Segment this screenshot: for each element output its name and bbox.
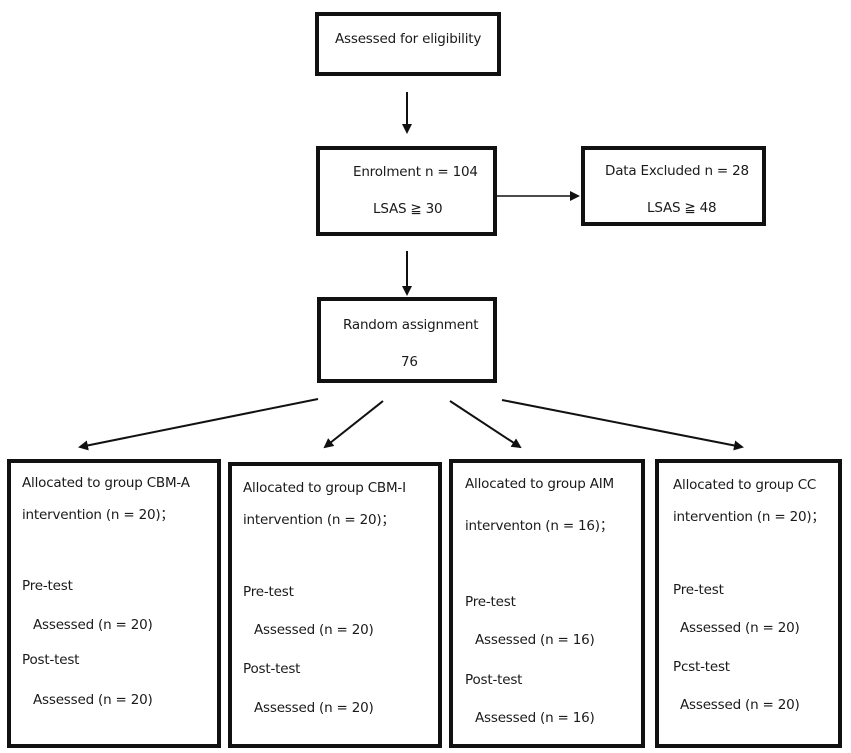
group-box-cbm-i: Allocated to group CBM-I intervention (n… xyxy=(228,462,442,748)
assessed-label: Assessed for eligibility xyxy=(335,31,482,47)
pre-test-assessed: Assessed (n = 16) xyxy=(475,632,595,648)
arrow-random-to-group-2 xyxy=(323,400,384,449)
random-assignment-count: 76 xyxy=(401,354,418,370)
pre-test-assessed: Assessed (n = 20) xyxy=(254,622,374,638)
pre-test-assessed: Assessed (n = 20) xyxy=(33,617,153,633)
group-title: Allocated to group CBM-A xyxy=(22,475,190,491)
arrow-random-to-group-1 xyxy=(78,398,319,451)
excluded-criterion: LSAS ≧ 48 xyxy=(647,200,717,216)
group-intervention: interventon (n = 16)； xyxy=(465,518,614,534)
post-test-assessed: Assessed (n = 20) xyxy=(680,697,800,713)
arrow-random-to-group-3 xyxy=(449,400,522,449)
group-title: Allocated to group CBM-I xyxy=(243,480,406,496)
group-title: Allocated to group CC xyxy=(673,477,817,493)
enrolment-criterion: LSAS ≧ 30 xyxy=(373,201,443,217)
group-box-cbm-a: Allocated to group CBM-A intervention (n… xyxy=(7,459,221,748)
excluded-box: Data Excluded n = 28 LSAS ≧ 48 xyxy=(581,146,766,226)
pre-test-label: Pre-test xyxy=(243,584,294,600)
post-test-label: Post-test xyxy=(22,652,80,668)
group-box-aim: Allocated to group AIM interventon (n = … xyxy=(449,459,645,748)
post-test-assessed: Assessed (n = 20) xyxy=(33,692,153,708)
arrow-random-to-group-4 xyxy=(501,399,744,451)
pre-test-assessed: Assessed (n = 20) xyxy=(680,620,800,636)
post-test-label: Pcst-test xyxy=(673,659,730,675)
random-assignment-box: Random assignment 76 xyxy=(317,297,497,383)
assessed-box: Assessed for eligibility xyxy=(315,12,501,76)
post-test-label: Post-test xyxy=(243,661,301,677)
pre-test-label: Pre-test xyxy=(22,578,73,594)
group-title: Allocated to group AIM xyxy=(465,476,614,492)
enrolment-count: Enrolment n = 104 xyxy=(353,164,478,180)
group-intervention: intervention (n = 20)； xyxy=(243,512,395,528)
pre-test-label: Pre-test xyxy=(465,594,516,610)
excluded-count: Data Excluded n = 28 xyxy=(605,163,749,179)
pre-test-label: Pre-test xyxy=(673,582,724,598)
enrolment-box: Enrolment n = 104 LSAS ≧ 30 xyxy=(316,146,497,236)
post-test-label: Post-test xyxy=(465,672,523,688)
group-intervention: intervention (n = 20)； xyxy=(22,507,174,523)
post-test-assessed: Assessed (n = 16) xyxy=(475,710,595,726)
group-box-cc: Allocated to group CC intervention (n = … xyxy=(655,459,842,748)
post-test-assessed: Assessed (n = 20) xyxy=(254,700,374,716)
random-assignment-label: Random assignment xyxy=(343,317,479,333)
group-intervention: intervention (n = 20)； xyxy=(673,509,825,525)
